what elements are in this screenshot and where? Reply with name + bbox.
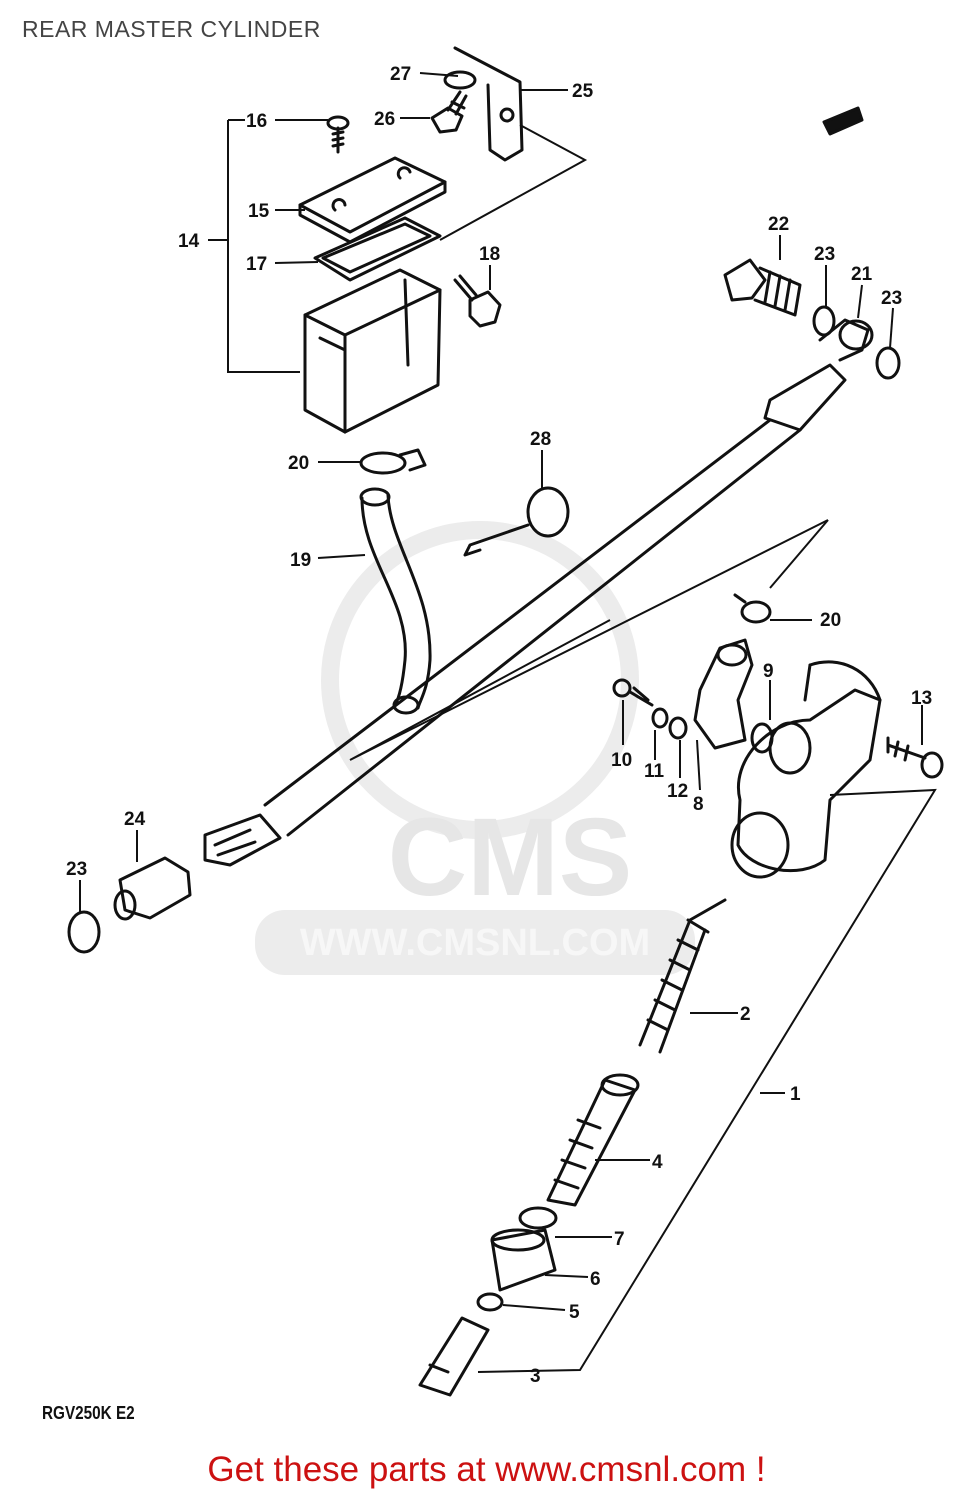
reservoir-tank [303,268,442,434]
hose-joint [693,638,774,754]
callout-21: 21 [851,264,873,285]
watermark: CMS WWW.CMSNL.COM [255,521,695,975]
crush-washer [812,305,836,337]
brake-hose [203,318,874,867]
callout-16: 16 [246,111,267,132]
callout-27: 27 [390,64,411,85]
mount-bolt [886,736,944,779]
lock-nut [476,1292,504,1312]
callout-20: 20 [820,610,841,631]
callout-7: 7 [614,1229,625,1250]
dust-boot [490,1228,557,1292]
callout-1: 1 [790,1084,801,1105]
reservoir-bolt [453,274,502,328]
bracket-part [453,46,524,162]
push-rod [546,1073,640,1207]
circlip [518,1206,558,1230]
clevis [418,1316,490,1397]
watermark-brand: CMS [388,796,632,919]
callout-14: 14 [178,231,200,252]
callout-28: 28 [530,429,551,450]
callout-24: 24 [124,809,146,830]
callout-12: 12 [667,781,688,802]
callout-labels: 27 25 16 26 15 14 17 18 22 23 21 23 28 2… [66,64,932,1387]
callout-6: 6 [590,1269,601,1290]
callout-2: 2 [740,1004,751,1025]
screw-part [612,678,654,707]
callout-10: 10 [611,750,632,771]
callout-4: 4 [652,1152,663,1173]
callout-15: 15 [248,201,270,222]
callout-23: 23 [814,244,835,265]
reservoir-cap [298,156,447,244]
hose-fitting [113,856,192,921]
callout-13: 13 [911,688,932,709]
master-cylinder-body [730,660,882,879]
lock-washer [651,707,669,729]
callout-23: 23 [66,859,87,880]
callout-22: 22 [768,214,789,235]
callout-8: 8 [693,794,704,815]
callout-25: 25 [572,81,594,102]
reservoir-hose [359,487,432,715]
footer-link[interactable]: Get these parts at www.cmsnl.com ! [207,1450,766,1489]
crush-washer [875,346,901,380]
callout-18: 18 [479,244,500,265]
crush-washer [67,910,101,954]
return-spring [638,898,727,1054]
direction-arrow-icon [822,106,864,136]
watermark-url: WWW.CMSNL.COM [300,922,650,964]
callout-26: 26 [374,109,395,130]
screw-part [326,115,350,154]
hose-clamp [359,448,427,475]
o-ring [463,486,570,557]
reservoir-gasket [313,216,442,282]
plain-washer [668,716,688,740]
model-code: RGV250K E2 [42,1403,135,1423]
leader-lines [79,72,937,1373]
page-title: REAR MASTER CYLINDER [22,16,321,42]
callout-20: 20 [288,453,309,474]
callout-11: 11 [644,761,665,782]
nut-part [443,70,477,90]
callout-3: 3 [530,1366,541,1387]
hose-clamp [733,593,772,624]
callout-5: 5 [569,1302,580,1323]
callout-19: 19 [290,550,311,571]
banjo-bolt [723,258,802,317]
callout-9: 9 [763,661,774,682]
callout-23: 23 [881,288,902,309]
bolt-part [430,90,468,134]
callout-17: 17 [246,254,267,275]
